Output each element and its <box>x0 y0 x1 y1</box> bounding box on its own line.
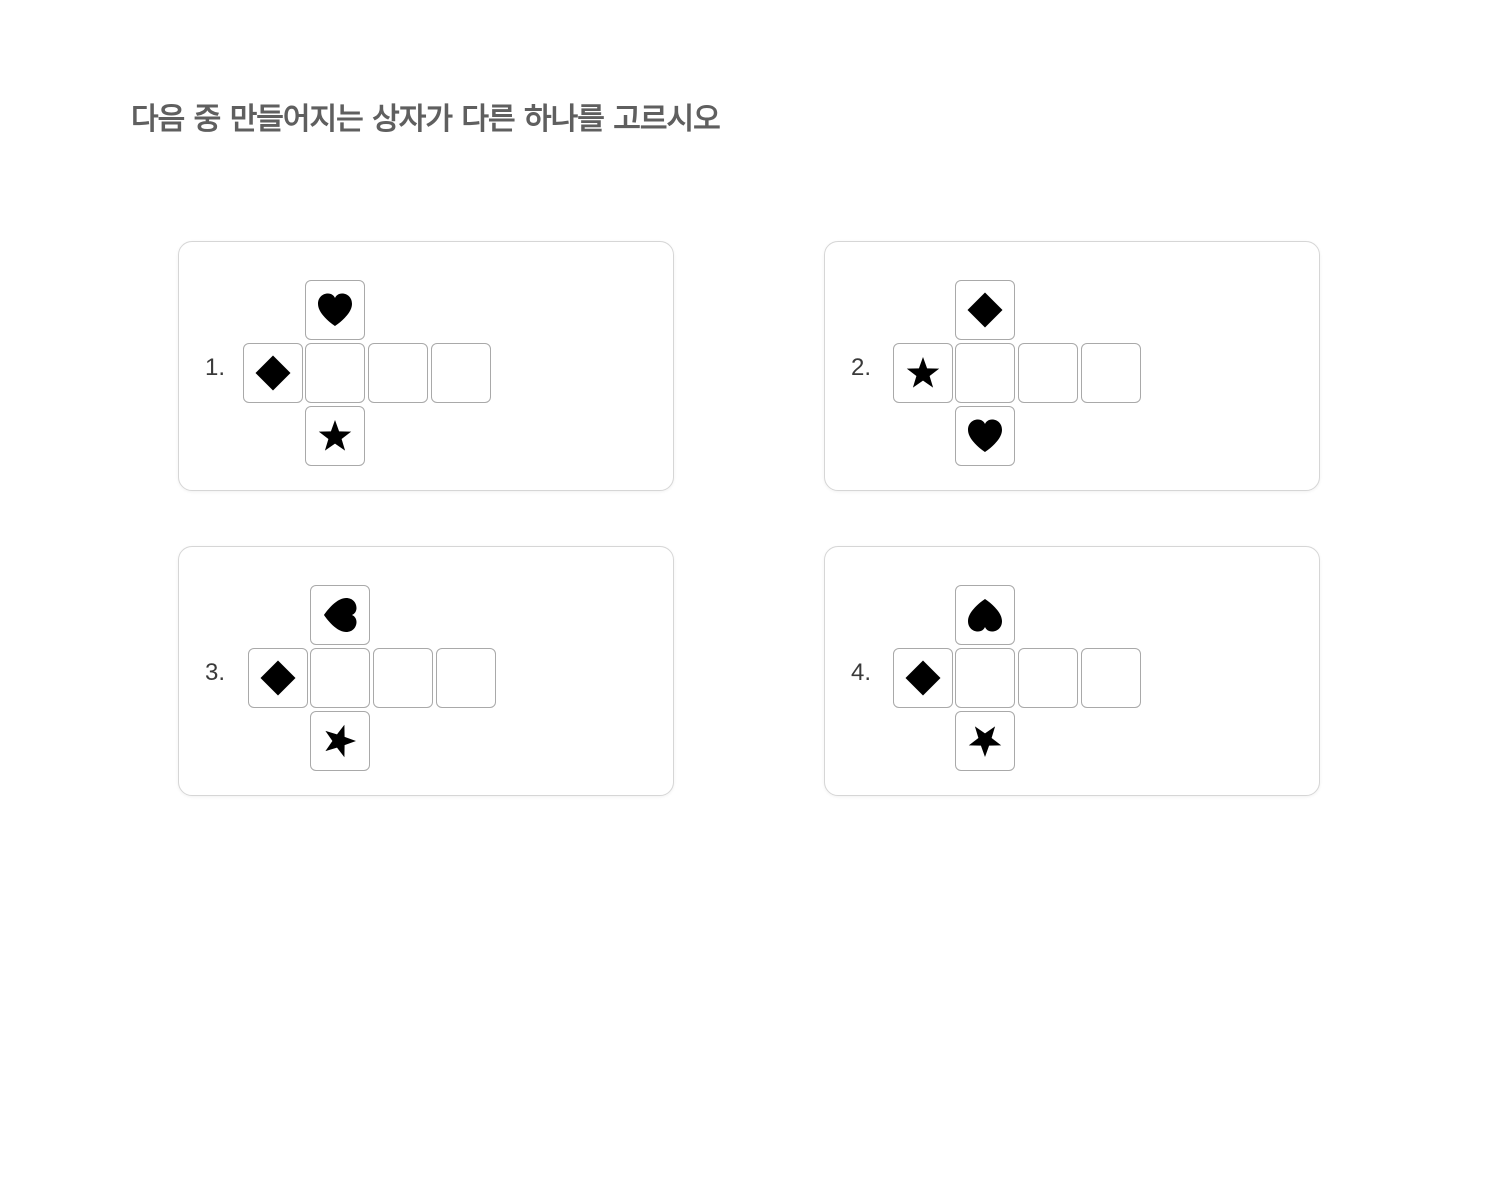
face-blank <box>436 648 496 708</box>
option-number: 4. <box>851 659 872 686</box>
star-icon <box>315 416 355 456</box>
star-icon <box>903 353 943 393</box>
cube-net <box>243 280 493 468</box>
question-title: 다음 중 만들어지는 상자가 다른 하나를 고르시오 <box>131 102 721 137</box>
face-blank <box>305 343 365 403</box>
heart-icon <box>320 595 360 635</box>
cube-net <box>893 280 1143 468</box>
face-blank <box>1018 648 1078 708</box>
face-top <box>955 585 1015 645</box>
answer-option-2[interactable]: 2. <box>824 241 1320 491</box>
heart-icon <box>965 595 1005 635</box>
diamond-icon <box>903 658 943 698</box>
option-number: 1. <box>205 354 226 381</box>
diamond-icon <box>258 658 298 698</box>
answer-option-3[interactable]: 3. <box>178 546 674 796</box>
face-left <box>893 648 953 708</box>
face-blank <box>1081 648 1141 708</box>
face-blank <box>1018 343 1078 403</box>
star-icon <box>965 721 1005 761</box>
face-blank <box>1081 343 1141 403</box>
face-bottom <box>305 406 365 466</box>
heart-icon <box>315 290 355 330</box>
face-top <box>955 280 1015 340</box>
face-left <box>893 343 953 403</box>
face-blank <box>431 343 491 403</box>
diamond-icon <box>253 353 293 393</box>
face-blank <box>310 648 370 708</box>
answer-option-4[interactable]: 4. <box>824 546 1320 796</box>
face-blank <box>368 343 428 403</box>
diamond-icon <box>965 290 1005 330</box>
answer-option-1[interactable]: 1. <box>178 241 674 491</box>
heart-icon <box>965 416 1005 456</box>
face-blank <box>373 648 433 708</box>
face-bottom <box>955 406 1015 466</box>
option-number: 3. <box>205 659 226 686</box>
face-top <box>310 585 370 645</box>
face-left <box>248 648 308 708</box>
option-number: 2. <box>851 354 872 381</box>
face-blank <box>955 343 1015 403</box>
face-bottom <box>955 711 1015 771</box>
star-icon <box>320 721 360 761</box>
face-bottom <box>310 711 370 771</box>
face-blank <box>955 648 1015 708</box>
face-top <box>305 280 365 340</box>
cube-net <box>893 585 1143 773</box>
cube-net <box>248 585 498 773</box>
face-left <box>243 343 303 403</box>
